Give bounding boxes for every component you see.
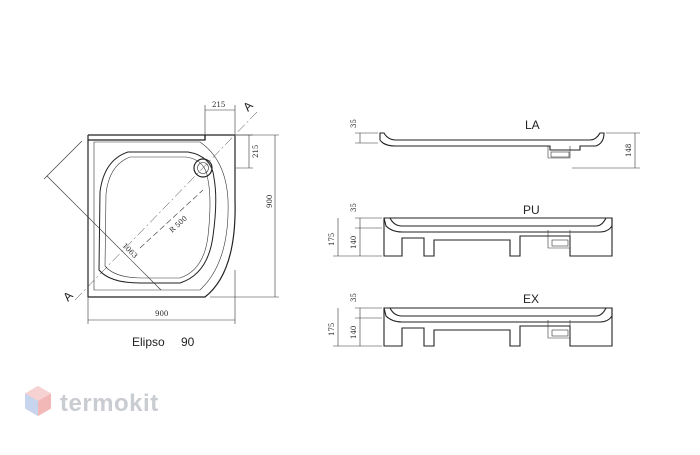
- basin-inner: [98, 151, 217, 284]
- profile-ex-body: [383, 307, 613, 347]
- plan-view: R 500 1063 A A 215 215 900 900 Elipso 90: [43, 99, 279, 349]
- profile-ex: EX 35 175 140: [328, 292, 613, 347]
- section-mark-bottom: A: [60, 289, 76, 305]
- profile-pu-drain: [547, 230, 571, 249]
- profile-pu-top-dim: 35: [350, 203, 358, 212]
- radius-dim: R 500: [168, 215, 189, 235]
- profile-la-drain: [547, 146, 571, 159]
- profile-pu-drain-body: [551, 239, 569, 247]
- drain-outer: [193, 158, 213, 178]
- profile-pu-top: [383, 217, 613, 233]
- brand-watermark: termokit: [60, 390, 159, 417]
- width-dim: 900: [155, 310, 168, 318]
- profile-la-label: LA: [525, 118, 540, 132]
- diagonal-dim-line: [46, 175, 162, 291]
- profile-ex-drain: [547, 320, 571, 339]
- model-label: Elipso: [132, 335, 165, 349]
- top-offset-dim: 215: [212, 101, 225, 109]
- profile-pu-inner-dim: 140: [350, 236, 358, 249]
- profile-la: LA 35 148: [350, 118, 640, 169]
- termokit-logo-icon: [25, 386, 51, 416]
- side-offset-dim: 215: [252, 145, 260, 158]
- profile-la-top-dim: 35: [350, 119, 358, 128]
- diagonal-ext-1: [43, 140, 83, 180]
- profile-pu-total-dim: 175: [328, 233, 336, 246]
- tray-outline: [87, 134, 236, 298]
- size-label: 90: [181, 335, 195, 349]
- profile-ex-inner-dim: 140: [350, 326, 358, 339]
- section-line: [74, 111, 258, 301]
- profile-ex-drain-body: [551, 329, 569, 337]
- tray-top-edge: [88, 134, 206, 140]
- radius-line: [139, 189, 204, 249]
- profile-pu-label: PU: [523, 203, 540, 217]
- diagonal-dim: 1063: [121, 242, 139, 260]
- profile-ex-total-dim: 175: [328, 323, 336, 336]
- profile-pu-body: [383, 217, 613, 257]
- profile-la-shape: [379, 132, 605, 151]
- section-mark-top: A: [240, 99, 256, 115]
- profile-ex-label: EX: [523, 292, 539, 306]
- profile-pu: PU 35 175 140: [328, 203, 613, 257]
- drain-inner: [197, 162, 209, 174]
- basin-inner-2: [104, 156, 211, 279]
- height-dim: 900: [266, 195, 274, 208]
- profile-la-drain-body: [550, 151, 570, 158]
- profile-la-right-dim: 148: [625, 144, 633, 157]
- profile-ex-top: [383, 307, 613, 323]
- tray-rim: [93, 141, 229, 291]
- profile-ex-top-dim: 35: [350, 293, 358, 302]
